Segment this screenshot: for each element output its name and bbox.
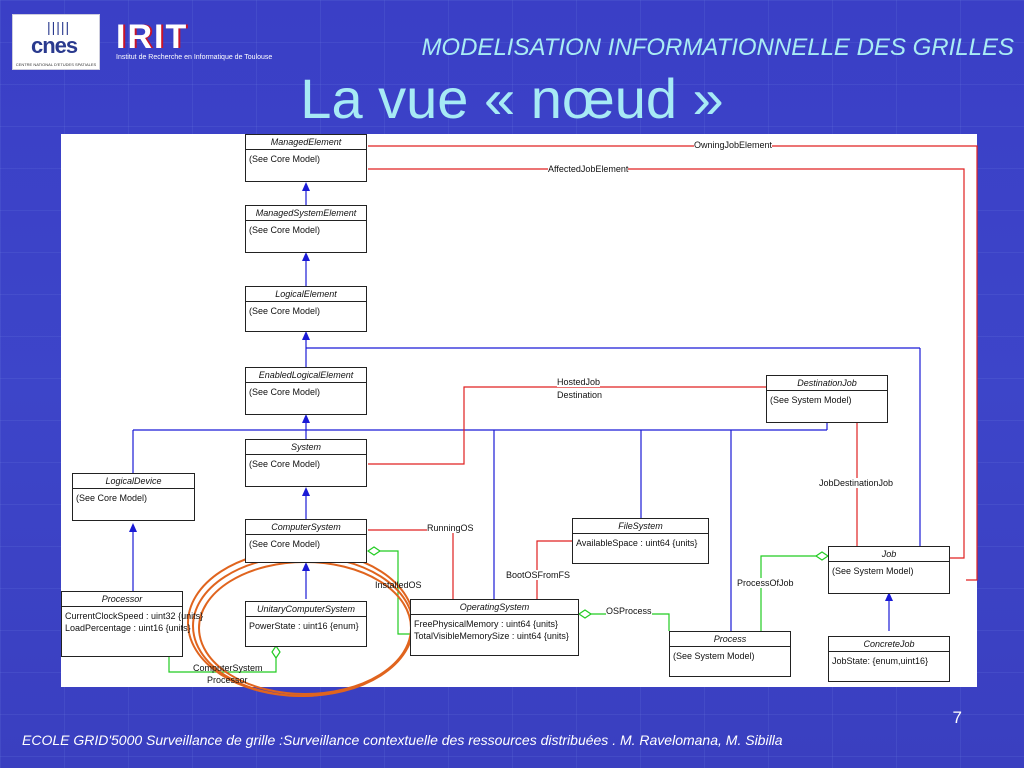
class-attrs: CurrentClockSpeed : uint32 {units} LoadP… <box>62 607 204 637</box>
class-name: System <box>246 440 366 455</box>
class-attr: JobState: {enum,uint16} <box>832 656 929 666</box>
slide-title: La vue « nœud » <box>300 67 724 130</box>
class-enabled-logical-element[interactable]: EnabledLogicalElement (See Core Model) <box>245 367 367 415</box>
label-destination: Destination <box>557 390 603 400</box>
inherit-arrow-le <box>302 331 310 340</box>
inherit-arrow-system <box>302 487 310 496</box>
class-attr: LoadPercentage : uint16 {units} <box>65 623 191 633</box>
label-process-of-job: ProcessOfJob <box>737 578 794 588</box>
irit-logo-word: IRIT <box>116 18 189 56</box>
inherit-arrow-me <box>302 182 310 191</box>
class-name: ManagedElement <box>246 135 366 150</box>
class-name: ManagedSystemElement <box>246 206 366 221</box>
cnes-logo-tagline: CENTRE NATIONAL D'ETUDES SPATIALES <box>15 62 97 67</box>
agg-diamond-os-process <box>577 609 593 619</box>
inherit-arrow-job <box>885 592 893 601</box>
class-name: LogicalElement <box>246 287 366 302</box>
class-managed-system-element[interactable]: ManagedSystemElement (See Core Model) <box>245 205 367 253</box>
class-system[interactable]: System (See Core Model) <box>245 439 367 487</box>
class-job[interactable]: Job (See System Model) <box>828 546 950 594</box>
class-processor[interactable]: Processor CurrentClockSpeed : uint32 {un… <box>61 591 204 657</box>
class-managed-element[interactable]: ManagedElement (See Core Model) <box>245 134 367 182</box>
agg-diamond-installed-os <box>366 546 382 556</box>
uml-diagram: ManagedElement (See Core Model) ManagedS… <box>61 134 978 697</box>
class-attr: CurrentClockSpeed : uint32 {units} <box>65 611 204 621</box>
class-name: Job <box>829 547 949 562</box>
label-computer-system: ComputerSystem <box>193 663 263 673</box>
irit-logo-tagline: Institut de Recherche en Informatique de… <box>116 54 273 61</box>
class-attr: FreePhysicalMemory : uint64 {units} <box>414 619 559 629</box>
inherit-arrow-ld <box>129 523 137 532</box>
class-logical-device[interactable]: LogicalDevice (See Core Model) <box>72 473 195 521</box>
class-attr: (See System Model) <box>770 395 852 405</box>
class-unitary-computer-system[interactable]: UnitaryComputerSystem PowerState : uint1… <box>245 601 367 647</box>
label-affected-job-element: AffectedJobElement <box>548 164 629 174</box>
assoc-owning-job-element <box>368 145 978 581</box>
label-installed-os: InstalledOS <box>375 580 422 590</box>
class-attr: (See Core Model) <box>249 306 321 316</box>
class-name: EnabledLogicalElement <box>246 368 366 383</box>
class-process[interactable]: Process (See System Model) <box>669 631 791 677</box>
class-name: ComputerSystem <box>246 520 366 535</box>
agg-diamond-cs-processor <box>271 644 281 660</box>
class-file-system[interactable]: FileSystem AvailableSpace : uint64 {unit… <box>572 518 709 564</box>
inherit-arrow-ele <box>302 414 310 423</box>
page-number: 7 <box>952 708 962 727</box>
class-attr: (See Core Model) <box>76 493 148 503</box>
cnes-logo-mark: ||||| <box>47 19 71 35</box>
irit-logo: IRIT Institut de Recherche en Informatiq… <box>112 18 272 68</box>
label-os-process: OSProcess <box>606 606 652 616</box>
label-running-os: RunningOS <box>427 523 474 533</box>
label-processor: Processor <box>207 675 248 685</box>
class-operating-system[interactable]: OperatingSystem FreePhysicalMemory : uin… <box>410 599 579 656</box>
class-attr: (See Core Model) <box>249 387 321 397</box>
footer-text: ECOLE GRID'5000 Surveillance de grille :… <box>22 732 783 748</box>
class-attr: (See Core Model) <box>249 459 321 469</box>
label-job-destination-job: JobDestinationJob <box>819 478 894 488</box>
class-name: LogicalDevice <box>73 474 194 489</box>
class-attr: (See System Model) <box>673 651 755 661</box>
agg-installed-os <box>368 550 410 635</box>
cnes-logo: ||||| cnes CENTRE NATIONAL D'ETUDES SPAT… <box>12 14 100 70</box>
cnes-logo-word: cnes <box>31 33 78 58</box>
class-attr: (See System Model) <box>832 566 914 576</box>
class-name: FileSystem <box>573 519 708 534</box>
class-attr: (See Core Model) <box>249 225 321 235</box>
label-hosted-job: HostedJob <box>557 377 601 387</box>
assoc-hosted-job <box>368 386 766 465</box>
class-name: DestinationJob <box>767 376 887 391</box>
class-concrete-job[interactable]: ConcreteJob JobState: {enum,uint16} <box>828 636 950 682</box>
agg-os-process <box>579 613 670 631</box>
class-attr: TotalVisibleMemorySize : uint64 {units} <box>414 631 569 641</box>
inherit-arrow-cs <box>302 562 310 571</box>
class-name: ConcreteJob <box>829 637 949 652</box>
class-logical-element[interactable]: LogicalElement (See Core Model) <box>245 286 367 332</box>
class-computer-system[interactable]: ComputerSystem (See Core Model) <box>245 519 367 563</box>
class-name: UnitaryComputerSystem <box>246 602 366 617</box>
inherit-arrow-mse <box>302 252 310 261</box>
class-destination-job[interactable]: DestinationJob (See System Model) <box>766 375 888 423</box>
assoc-affected-job-element <box>368 168 965 559</box>
class-name: Process <box>670 632 790 647</box>
class-attr: (See Core Model) <box>249 539 321 549</box>
class-attrs: FreePhysicalMemory : uint64 {units} Tota… <box>411 615 578 645</box>
class-name: Processor <box>62 592 182 607</box>
class-attr: AvailableSpace : uint64 {units} <box>576 538 698 548</box>
label-boot-os-from-fs: BootOSFromFS <box>506 570 571 580</box>
label-owning-job-element: OwningJobElement <box>694 140 773 150</box>
class-attr: PowerState : uint16 {enum} <box>249 621 359 631</box>
class-name: OperatingSystem <box>411 600 578 615</box>
agg-diamond-process-of-job <box>814 551 830 561</box>
class-attr: (See Core Model) <box>249 154 321 164</box>
agg-process-of-job <box>760 555 828 631</box>
aggregation-lines <box>168 546 830 673</box>
header-title: MODELISATION INFORMATIONNELLE DES GRILLE… <box>421 34 1014 61</box>
